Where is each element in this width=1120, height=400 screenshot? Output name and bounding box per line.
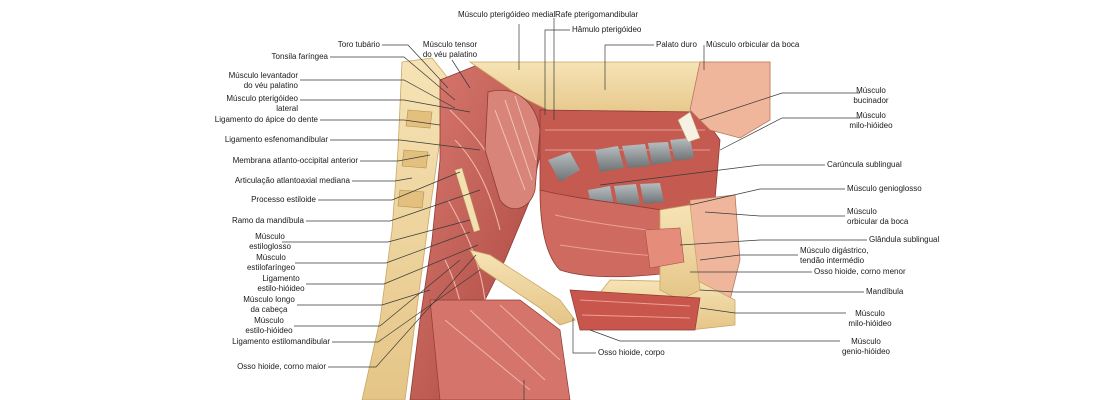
label-toro-tubario: Toro tubário xyxy=(337,40,380,49)
label-ramo-mandibula: Ramo da mandíbula xyxy=(231,216,304,225)
label-musculo-orbicular-boca-right: Músculo orbicular da boca xyxy=(847,207,909,226)
incisor xyxy=(677,111,701,143)
label-musculo-pterigoideo-medial: Músculo pterigóideo medial xyxy=(458,10,556,19)
label-hamulo-pterigoideo: Hâmulo pterigóideo xyxy=(572,25,642,34)
hyoid-bone xyxy=(469,249,576,326)
label-osso-hioide-corno-maior: Osso hioide, corno maior xyxy=(237,362,326,371)
label-musculo-tensor-veu: Músculo tensor do véu palatino xyxy=(422,40,478,59)
label-osso-hioide-corpo: Osso hioide, corpo xyxy=(598,348,665,357)
label-mandibula: Mandíbula xyxy=(866,287,904,296)
label-glandula-sublingual: Glândula sublingual xyxy=(869,235,940,244)
styloid-process xyxy=(454,167,481,233)
label-musculo-estilo-hioideo: Músculo estilo-hióideo xyxy=(245,316,293,335)
label-palato-duro: Palato duro xyxy=(656,40,697,49)
label-musculo-bucinador: Músculo bucinador xyxy=(853,86,889,105)
label-musculo-milo-hioideo-bottom: Músculo milo-hióideo xyxy=(848,309,892,328)
label-rafe-pterigomandibular: Rafe pterigomandibular xyxy=(555,10,639,19)
upper-teeth xyxy=(548,138,694,182)
label-osso-hioide-corno-menor: Osso hioide, corno menor xyxy=(814,267,906,276)
label-membrana-atlanto-occipital: Membrana atlanto-occipital anterior xyxy=(232,156,358,165)
label-musculo-estiloglosso: Músculo estiloglosso xyxy=(249,232,291,251)
label-musculo-digastrico: Músculo digástrico, tendão intermédio xyxy=(800,246,869,265)
sublingual-gland xyxy=(644,227,685,269)
upper-lip xyxy=(689,61,771,139)
label-musculo-genio-hioideo: Músculo genio-hióideo xyxy=(841,337,891,356)
label-musculo-pterigoideo-lateral: Músculo pterigóideo lateral xyxy=(226,94,298,113)
label-ligamento-esfenomandibular: Ligamento esfenomandibular xyxy=(224,135,328,144)
pharyngeal-fibers xyxy=(444,109,506,381)
label-ligamento-estilo-hioideo: Ligamento estilo-hióideo xyxy=(257,274,305,293)
label-caruncula-sublingual: Carúncula sublingual xyxy=(827,160,902,169)
label-musculo-genioglosso: Músculo genioglosso xyxy=(847,184,922,193)
label-processo-estiloide: Processo estiloide xyxy=(251,195,316,204)
label-musculo-milo-hioideo-top: Músculo milo-hióideo xyxy=(849,111,893,130)
mylohyoid xyxy=(569,289,701,331)
label-musculo-levantador-veu: Músculo levantador do véu palatino xyxy=(228,71,298,90)
neck-muscles xyxy=(429,299,571,400)
label-ligamento-estilomandibular: Ligamento estilomandibular xyxy=(232,337,330,346)
label-musculo-longo-cabeca: Músculo longo da cabeça xyxy=(243,295,295,314)
label-tonsila-faringea: Tonsila faríngea xyxy=(271,52,328,61)
label-musculo-estilofaringeo: Músculo estilofaríngeo xyxy=(246,253,296,272)
label-articulacao-atlantoaxial: Articulação atlantoaxial mediana xyxy=(234,176,350,185)
label-ligamento-apice-dente: Ligamento do ápice do dente xyxy=(214,115,318,124)
label-musculo-orbicular-boca-top: Músculo orbicular da boca xyxy=(706,40,800,49)
